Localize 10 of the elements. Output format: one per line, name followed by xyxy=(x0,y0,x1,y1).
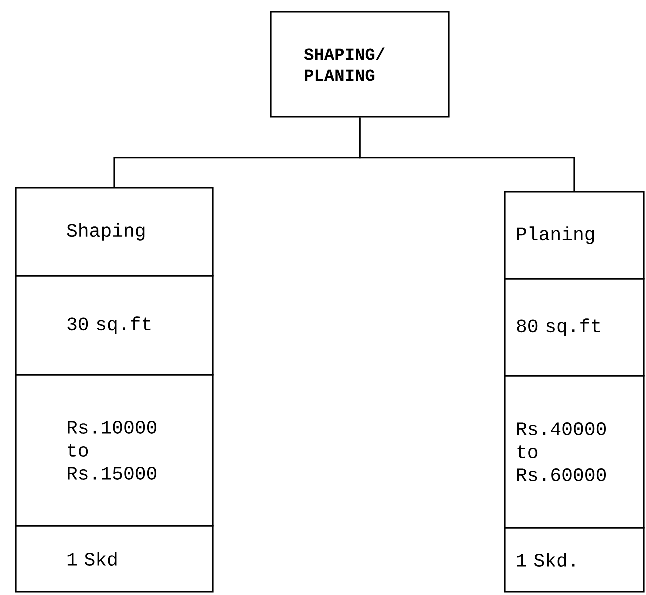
table-cell: 1 Skd xyxy=(15,525,214,593)
table-cell: Planing xyxy=(504,191,645,280)
table-cell: Rs.40000 to Rs.60000 xyxy=(504,375,645,529)
table-cell: Shaping xyxy=(15,187,214,277)
table-cell: Rs.10000 to Rs.15000 xyxy=(15,374,214,527)
table-cell: 1 Skd. xyxy=(504,527,645,593)
table-cell: 30 sq.ft xyxy=(15,275,214,376)
table-cell: 80 sq.ft xyxy=(504,278,645,377)
heading-box: SHAPING/ PLANING xyxy=(270,11,450,118)
connector-line xyxy=(359,118,576,192)
